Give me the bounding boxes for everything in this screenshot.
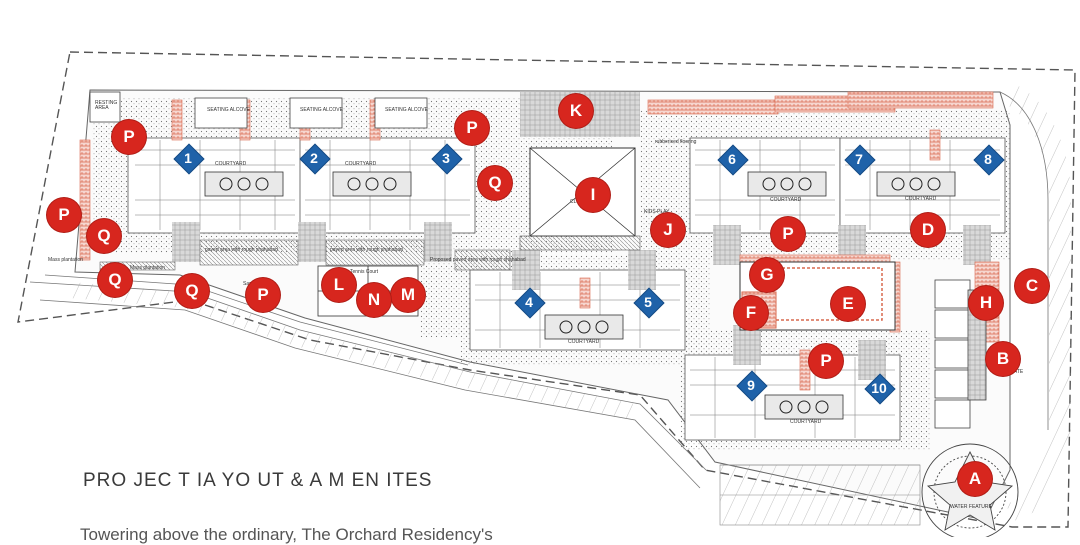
amenity-marker-Q-2[interactable]: Q (87, 219, 121, 253)
block-number: 6 (728, 151, 736, 167)
amenity-marker-N[interactable]: N (357, 283, 391, 317)
label-courtyard-4: COURTYARD (905, 196, 937, 202)
block-number: 2 (310, 150, 318, 166)
parking-strips (29, 85, 1071, 525)
label-paved-area-1: paved area with rough shahabad (205, 247, 278, 253)
amenity-marker-A[interactable]: A (958, 462, 992, 496)
block-marker-3[interactable]: 3 (431, 143, 463, 175)
amenity-marker-P-2[interactable]: P (455, 111, 489, 145)
label-resting-area: RESTING AREA (95, 100, 118, 111)
label-courtyard-1: COURTYARD (215, 161, 247, 167)
label-seating-alcove-3: SEATING ALCOVE (385, 107, 428, 113)
block-marker-6[interactable]: 6 (717, 144, 749, 176)
label-courtyard-3: COURTYARD (770, 197, 802, 203)
amenity-marker-M[interactable]: M (391, 278, 425, 312)
amenity-marker-Q-3[interactable]: Q (98, 263, 132, 297)
page-title: PRO JEC T IA YO UT & A M EN ITES (83, 470, 433, 491)
block-number: 8 (984, 151, 992, 167)
courtyard-pools (219, 177, 941, 414)
block-number: 5 (644, 294, 652, 310)
label-proposed-paved: Proposed paved area with rough shahabad (430, 257, 526, 263)
block-number: 10 (871, 380, 887, 396)
label-seating-alcove-1: SEATING ALCOVE (207, 107, 250, 113)
label-tennis-court: Tennis Court (350, 269, 379, 275)
entrance-parking (719, 464, 921, 526)
label-mass-plantation-2: Mass plantation (130, 265, 166, 271)
amenity-marker-P-6[interactable]: P (809, 344, 843, 378)
block-number: 1 (184, 150, 192, 166)
label-mass-plantation-1: Mass plantation (48, 257, 84, 263)
label-gate: GATE (1010, 369, 1024, 375)
amenity-marker-P-3[interactable]: P (47, 198, 81, 232)
amenity-marker-E[interactable]: E (831, 287, 865, 321)
amenity-marker-P-5[interactable]: P (771, 217, 805, 251)
amenity-marker-Q-1[interactable]: Q (478, 166, 512, 200)
amenity-marker-C[interactable]: C (1015, 269, 1049, 303)
block-marker-8[interactable]: 8 (973, 144, 1005, 176)
block-marker-7[interactable]: 7 (844, 144, 876, 176)
amenity-marker-L[interactable]: L (322, 268, 356, 302)
block-marker-5[interactable]: 5 (633, 287, 665, 319)
amenity-marker-F[interactable]: F (734, 296, 768, 330)
amenity-marker-Q-4[interactable]: Q (175, 274, 209, 308)
paved-cores (172, 92, 991, 380)
label-courtyard-5: COURTYARD (568, 339, 600, 345)
amenity-marker-B[interactable]: B (986, 342, 1020, 376)
label-water-feature: WATER FEATURE (950, 504, 992, 510)
amenity-marker-K[interactable]: K (559, 94, 593, 128)
block-number: 7 (855, 151, 863, 167)
block-marker-9[interactable]: 9 (736, 370, 768, 402)
block-number: 4 (525, 294, 533, 310)
block-marker-1[interactable]: 1 (173, 143, 205, 175)
block-number: 9 (747, 377, 755, 393)
paved-plazas (99, 239, 511, 271)
seating-alcoves (89, 91, 428, 129)
label-rubberised-flooring: rubberised flooring (655, 139, 697, 145)
amenity-marker-P-4[interactable]: P (246, 278, 280, 312)
amenity-marker-I[interactable]: I (576, 178, 610, 212)
amenity-marker-G[interactable]: G (750, 258, 784, 292)
intro-text: Towering above the ordinary, The Orchard… (80, 525, 493, 544)
block-marker-10[interactable]: 10 (864, 373, 896, 405)
block-marker-2[interactable]: 2 (299, 143, 331, 175)
label-seating-alcove-2: SEATING ALCOVE (300, 107, 343, 113)
amenity-marker-H[interactable]: H (969, 286, 1003, 320)
amenity-marker-J[interactable]: J (651, 213, 685, 247)
amenity-marker-D[interactable]: D (911, 213, 945, 247)
label-courtyard-2: COURTYARD (345, 161, 377, 167)
club-building (519, 147, 641, 251)
label-paved-area-2: paved area with rough shahabad (330, 247, 403, 253)
label-kids-play: KIDS PLAY (644, 209, 670, 215)
amenity-marker-P-1[interactable]: P (112, 120, 146, 154)
label-courtyard-6: COURTYARD (790, 419, 822, 425)
courtyards (204, 171, 956, 420)
block-number: 3 (442, 150, 450, 166)
block-marker-4[interactable]: 4 (514, 287, 546, 319)
